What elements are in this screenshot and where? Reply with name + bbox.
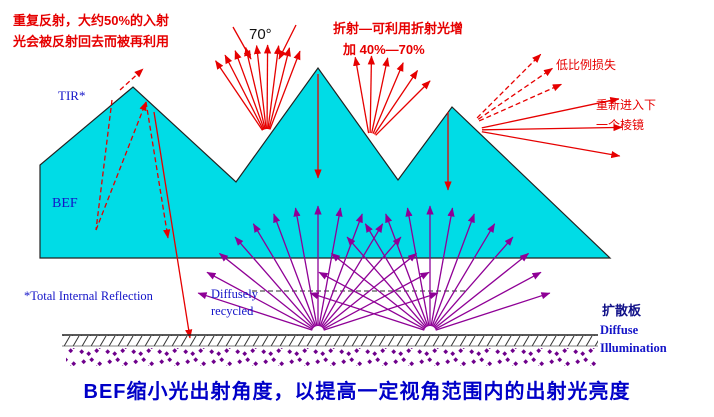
exit-angle-label: 70°	[249, 26, 272, 43]
diffuse-fan-left-ray	[293, 207, 318, 327]
diffuse-fan-left-ray	[273, 213, 317, 327]
diffuse-fan-right-ray	[309, 292, 425, 331]
center-prism-left-fan-ray	[234, 50, 265, 130]
center-prism-left-fan-ray	[215, 60, 264, 131]
reenter-next-prism-rays-ray	[481, 123, 623, 132]
center-prism-left-fan-ray	[224, 54, 264, 131]
low-loss-label: 低比例损失	[556, 58, 617, 72]
diffuse-fan-right-ray	[385, 213, 429, 327]
diffuse-fan-left-ray	[318, 207, 343, 327]
center-prism-left-fan-ray	[267, 45, 282, 130]
diffuse-fan-left-ray	[234, 236, 315, 328]
refraction-gain-note: 折射—可利用折射光增 加 40%—70%	[333, 18, 463, 61]
diffuse-fan-right-ray	[434, 252, 530, 329]
diffuser-plate-hatch	[62, 335, 598, 346]
center-prism-right-fan-ray	[372, 62, 404, 134]
refract-note-line2: 加 40%—70%	[343, 42, 425, 58]
low-loss-dashed-rays-ray	[477, 67, 553, 120]
center-prism-left-fan-ray	[269, 50, 301, 130]
center-prism-right-fan-ray	[367, 55, 375, 134]
diffuse-illumination-particles	[66, 348, 598, 366]
tir-label: TIR*	[58, 88, 86, 103]
center-prism-right-fan-ray	[373, 69, 419, 135]
bef-label: BEF	[52, 196, 78, 211]
tir-bounce-1	[95, 99, 113, 231]
center-prism-left-fan-ray	[244, 46, 266, 130]
bef-film-shape	[39, 66, 612, 259]
diffusely-line2: recycled	[211, 303, 254, 318]
diffuse-fan-right-ray	[364, 223, 428, 328]
tir-footnote: *Total Internal Reflection	[24, 289, 153, 303]
reenter-next-prism-label: 重新进入下 一个棱镜	[596, 95, 656, 136]
diffuse-line1: Diffuse	[600, 323, 639, 337]
diffusely-recycled-label: Diffusely recycled	[211, 286, 258, 320]
page-title: BEF缩小光出射角度，以提高一定视角范围内的出射光亮度	[83, 381, 631, 403]
center-prism-left-fan-ray	[253, 44, 267, 130]
diffuse-fan-left-ray	[323, 292, 439, 331]
diffuse-fan-right-ray	[435, 292, 551, 331]
recycle-reflection-note: 重复反射，大约50%的入射 光会被反射回去而被再利用	[13, 10, 169, 53]
diffuse-fan-left-ray	[252, 223, 316, 328]
diffuse-fan-left-ray	[321, 236, 402, 328]
reenter-next-prism-rays-ray	[481, 131, 621, 159]
recycle-note-line2: 光会被反射回去而被再利用	[13, 34, 170, 50]
diffuse-fan-right-ray	[330, 252, 426, 329]
reenter-line2: 一个棱镜	[596, 118, 645, 133]
center-prism-right-fan-ray	[371, 57, 390, 134]
diffuse-fan-right-ray	[431, 213, 475, 327]
angle-mark-right	[278, 24, 297, 60]
center-prism-right-fan-ray	[353, 56, 370, 134]
low-loss-dashed-rays-ray	[476, 53, 542, 119]
tir-exit-ray	[153, 111, 193, 339]
diffuse-fan-right-ray	[430, 207, 455, 327]
diffuse-fan-right-ray	[433, 236, 514, 328]
diffuser-plate-label: 扩散板	[602, 303, 642, 318]
peak-emit-ray	[119, 68, 144, 91]
reenter-line1: 重新进入下	[596, 98, 657, 112]
diffuse-fan-left-ray	[320, 223, 384, 328]
diffuse-fan-left-ray	[319, 213, 363, 327]
diffuse-fan-right-ray	[318, 271, 426, 330]
center-prism-right-fan-ray	[375, 80, 431, 136]
diffuse-fan-right-ray	[432, 223, 496, 328]
refract-note-line1: 折射—可利用折射光增	[333, 21, 464, 36]
recycle-note-line1: 重复反射，大约50%的入射	[13, 13, 170, 28]
center-prism-left-fan-ray	[268, 47, 291, 130]
diffuse-fan-right-ray	[405, 207, 430, 327]
diffuse-fan-left-ray	[322, 252, 418, 329]
light-rays	[95, 24, 623, 339]
diffuse-fan-right-ray	[346, 236, 427, 328]
diffuse-fan-left-ray	[206, 271, 314, 330]
tir-bounce-3	[145, 101, 171, 239]
diffusely-line1: Diffusely	[211, 287, 258, 301]
center-prism-left-fan-ray	[263, 44, 272, 130]
diffuse-fan-left-ray	[197, 292, 313, 331]
low-loss-dashed-rays-ray	[478, 83, 562, 122]
reenter-next-prism-rays-ray	[481, 97, 620, 129]
diffuse-line2: Illumination	[600, 340, 667, 355]
diffuse-fan-left-ray	[218, 252, 314, 329]
tir-bounce-2	[95, 101, 147, 231]
diffuse-fan-right-ray	[434, 271, 542, 330]
diffuse-illumination-label: Diffuse Illumination	[600, 322, 667, 357]
